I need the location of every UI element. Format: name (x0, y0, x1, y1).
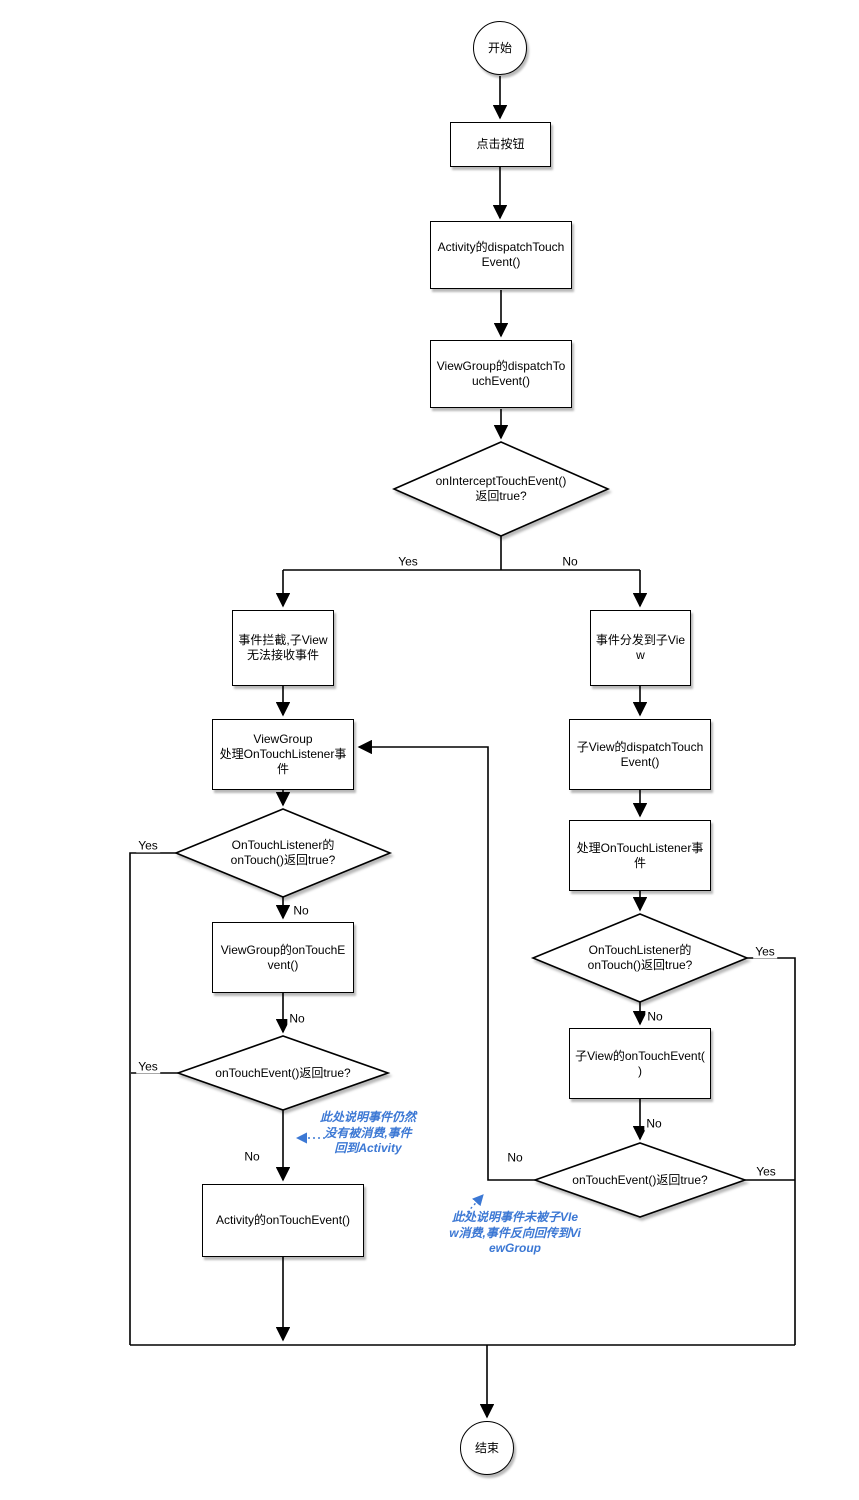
edge-label-no-listener-left: No (291, 903, 311, 918)
label-intercept-question: onInterceptTouchEvent() 返回true? (435, 474, 567, 503)
edge-label-no-intercept: No (560, 554, 580, 569)
node-viewgroup-ontouchevent: ViewGroup的onTouchE vent() (212, 922, 354, 993)
annotation-event-back-to-activity: 此处说明事件仍然 没有被消费,事件 回到Activity (319, 1110, 416, 1156)
end-node: 结束 (460, 1421, 514, 1475)
diamond-ontouchevent-left (175, 1035, 391, 1111)
node-activity-ontouchevent: Activity的onTouchEvent() (202, 1184, 364, 1257)
node-childview-dispatchtouchevent: 子View的dispatchTouch Event() (569, 719, 711, 790)
node-click-button: 点击按钮 (450, 122, 551, 167)
label-ontouchlistener-question-left: OnTouchListener的 onTouch()返回true? (230, 838, 336, 867)
diamond-ontouchlistener-left (173, 808, 393, 898)
node-childview-ontouchevent: 子View的onTouchEvent( ) (569, 1028, 711, 1099)
label-ontouchlistener-question-right: OnTouchListener的 onTouch()返回true? (587, 943, 693, 972)
node-event-dispatched-to-child: 事件分发到子Vie w (590, 610, 691, 686)
start-node: 开始 (473, 21, 527, 75)
end-label: 结束 (474, 1440, 499, 1455)
edge-label-no-listener-right: No (645, 1009, 665, 1024)
edge-label-no-loop-back: No (505, 1150, 525, 1165)
edge-label-no-ontouch-right: No (644, 1116, 664, 1131)
node-event-intercepted: 事件拦截,子View 无法接收事件 (232, 610, 334, 686)
edge-yes-left-rail (129, 852, 176, 1345)
edge-label-yes-intercept: Yes (396, 554, 420, 569)
start-label: 开始 (487, 40, 512, 55)
label-ontouchevent-question-left: onTouchEvent()返回true? (215, 1065, 351, 1080)
edge-label-yes-listener-right: Yes (753, 944, 777, 959)
edge-label-no-ontouch-left: No (287, 1011, 307, 1026)
node-viewgroup-dispatchtouchevent: ViewGroup的dispatchTo uchEvent() (430, 340, 572, 408)
diamond-intercept-touch-event (392, 441, 610, 537)
annotation-event-back-to-viewgroup: 此处说明事件未被子VIe w消费,事件反向回传到Vi ewGroup (449, 1210, 581, 1256)
edge-label-yes-ontouchevent-right: Yes (754, 1164, 778, 1179)
node-viewgroup-ontouchlistener: ViewGroup 处理OnTouchListener事 件 (212, 719, 354, 790)
label-ontouchevent-question-right: onTouchEvent()返回true? (572, 1172, 708, 1187)
node-activity-dispatchtouchevent: Activity的dispatchTouch Event() (430, 221, 572, 289)
edge-label-no-ontouchevent-left: No (242, 1149, 262, 1164)
edge-yes-right-rail (747, 957, 796, 1345)
edge-label-yes-listener-left: Yes (136, 838, 160, 853)
node-handle-ontouchlistener: 处理OnTouchListener事 件 (569, 820, 711, 891)
edge-no-loop-back-to-viewgroup (357, 739, 535, 1181)
edge-label-yes-ontouchevent-left: Yes (136, 1059, 160, 1074)
